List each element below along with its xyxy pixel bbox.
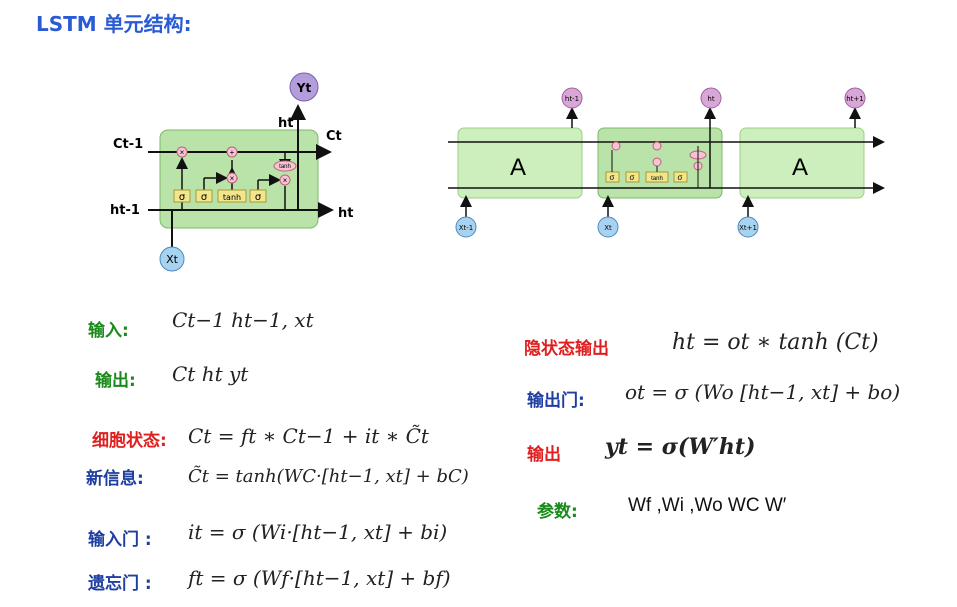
- page-title: LSTM 单元结构:: [36, 12, 192, 36]
- chain-h-label: ht-1: [565, 95, 579, 103]
- cell-box: [159, 129, 319, 229]
- gate-tanh-label: tanh: [223, 193, 241, 202]
- gate-input-label: σ: [201, 192, 208, 203]
- hidden-out-eq: ht = ot ∗ tanh (Ct): [672, 330, 879, 355]
- chain-gate-label: tanh: [651, 176, 663, 182]
- forget-gate-eq: ft = σ (Wf·[ht−1, xt] + bf): [188, 566, 451, 590]
- gate-input: [195, 189, 213, 203]
- chain-x-label: Xt+1: [739, 224, 757, 232]
- chain-gate-label: σ: [610, 173, 615, 182]
- op-forget-mult: [176, 146, 188, 158]
- chain-h-node: [561, 87, 583, 109]
- y-node: [289, 72, 319, 102]
- chain-h-label: ht: [707, 95, 714, 103]
- output-eq: Ct ht yt: [172, 362, 249, 386]
- c-prev-label: Ct-1: [113, 137, 143, 152]
- chain-block-1: [457, 127, 583, 199]
- op-label: ×: [230, 174, 235, 183]
- y-node-label: Yt: [296, 81, 312, 95]
- input-eq: Ct−1 ht−1, xt: [172, 308, 314, 332]
- lstm-chain: A A σ σ tanh σ h: [448, 87, 885, 238]
- chain-x-node: [737, 216, 759, 238]
- chain-gate-label: σ: [678, 173, 683, 182]
- forget-gate-label: 遗忘门 :: [88, 574, 152, 594]
- lstm-cell: σ σ tanh σ × + × tanh × Yt Xt ht Ct-1 Ct…: [110, 72, 353, 272]
- chain-x-label: Xt: [604, 224, 612, 232]
- y-label: 输出: [527, 445, 561, 465]
- op-add: [226, 146, 238, 158]
- output-gate-eq: ot = σ (Wo [ht−1, xt] + bo): [625, 380, 901, 404]
- op-tanh: [273, 160, 297, 172]
- op-label: ×: [180, 148, 185, 157]
- chain-block-3-label: A: [792, 154, 808, 181]
- gate-forget-label: σ: [179, 192, 186, 203]
- op-label: ×: [283, 176, 288, 185]
- input-gate-label: 输入门 :: [88, 530, 152, 550]
- op-label: tanh: [279, 164, 291, 170]
- chain-gate-label: σ: [630, 173, 635, 182]
- chain-h-node: [700, 87, 722, 109]
- chain-block-1-label: A: [510, 154, 526, 181]
- h-next-label: ht: [338, 206, 353, 221]
- x-node-label: Xt: [166, 253, 179, 266]
- chain-x-node: [597, 216, 619, 238]
- hidden-out-label: 隐状态输出: [524, 339, 609, 359]
- y-eq: yt = σ(W′ht): [605, 434, 756, 460]
- c-next-label: Ct: [326, 129, 342, 144]
- gate-output: [249, 189, 267, 203]
- op-input-mult: [226, 172, 238, 184]
- chain-h-label: ht+1: [846, 95, 864, 103]
- gate-tanh: [217, 189, 247, 203]
- chain-x-node: [455, 216, 477, 238]
- new-info-eq: C̃t = tanh(WC·[ht−1, xt] + bC): [188, 466, 469, 487]
- h-top-label: ht: [278, 116, 293, 131]
- cell-state-label: 细胞状态:: [92, 431, 167, 451]
- gate-forget: [173, 189, 191, 203]
- chain-block-3: [739, 127, 865, 199]
- params-eq: Wf ,Wi ,Wo WC W′: [628, 495, 787, 516]
- input-gate-eq: it = σ (Wi·[ht−1, xt] + bi): [188, 520, 448, 544]
- new-info-label: 新信息:: [86, 469, 144, 489]
- params-label: 参数:: [537, 502, 578, 522]
- h-prev-label: ht-1: [110, 203, 140, 218]
- output-label: 输出:: [95, 371, 136, 391]
- chain-x-label: Xt-1: [459, 224, 474, 232]
- output-gate-label: 输出门:: [527, 391, 585, 411]
- x-node: [159, 246, 185, 272]
- op-label: +: [230, 148, 235, 157]
- cell-state-eq: Ct = ft ∗ Ct−1 + it ∗ C̃t: [188, 424, 429, 448]
- op-output-mult: [279, 174, 291, 186]
- chain-h-node: [844, 87, 866, 109]
- gate-output-label: σ: [255, 192, 262, 203]
- input-label: 输入:: [88, 321, 129, 341]
